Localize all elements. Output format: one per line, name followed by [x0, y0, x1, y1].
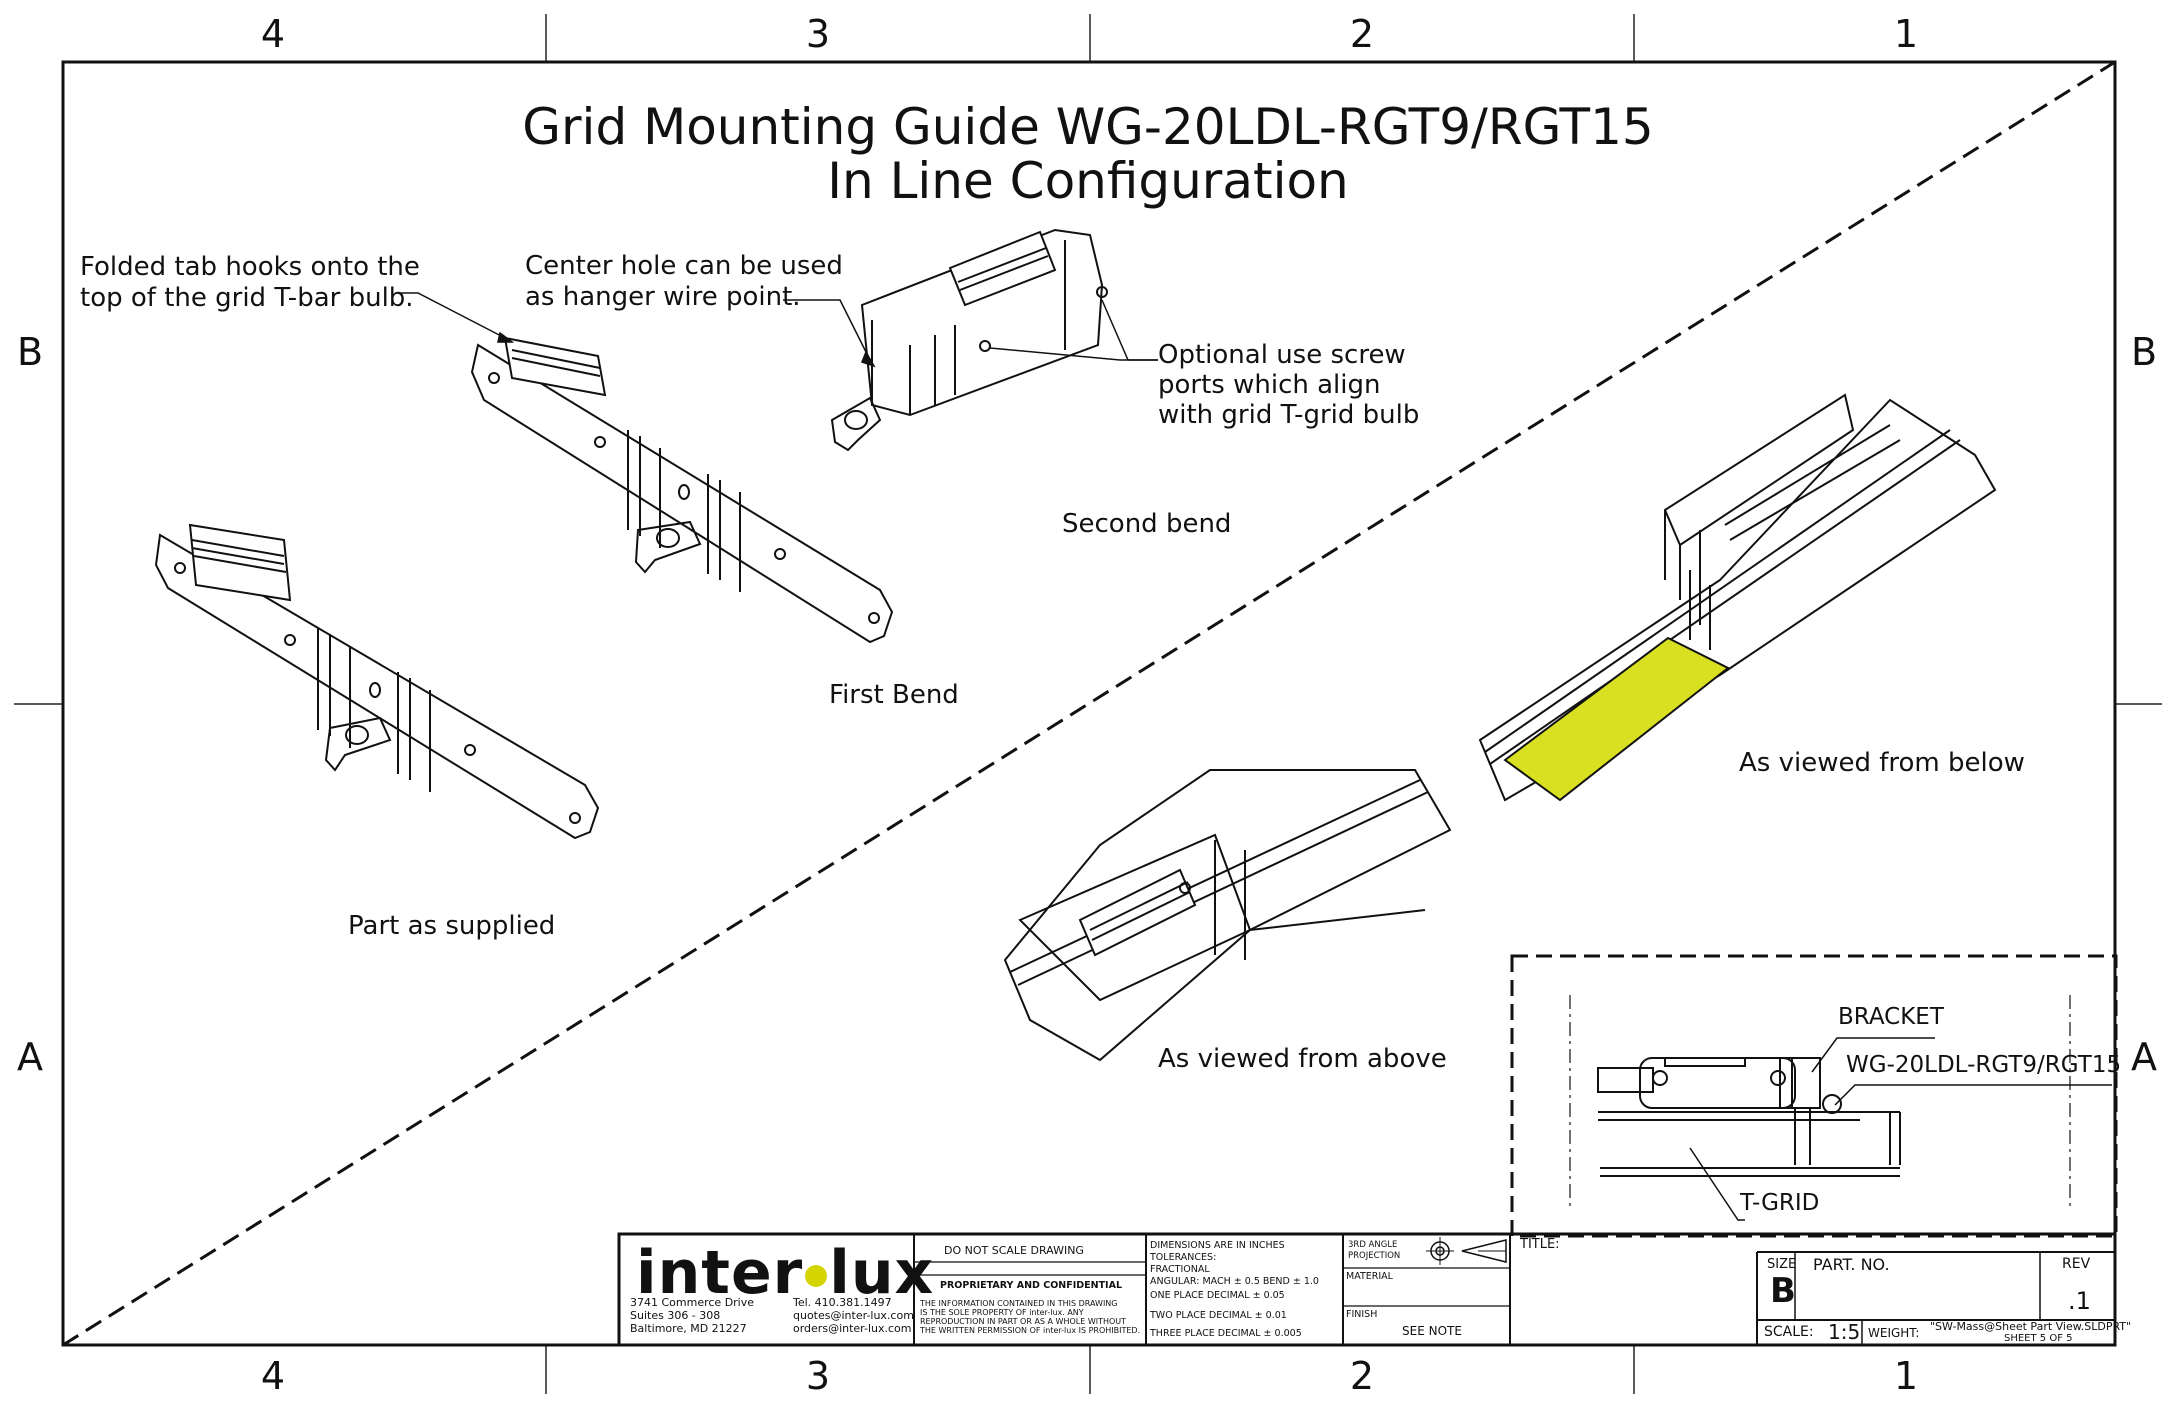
- dims-one-place: ONE PLACE DECIMAL ± 0.05: [1150, 1290, 1285, 1301]
- weight-value: "SW-Mass@Sheet Part View.SLDPRT": [1930, 1320, 2132, 1333]
- callout-screw-ports-line2: ports which align: [1158, 370, 1381, 400]
- label-first-bend: First Bend: [829, 680, 959, 710]
- size-label: SIZE: [1767, 1257, 1797, 1272]
- logo-dot-icon: [805, 1265, 828, 1288]
- first-bend-drawing: [470, 336, 894, 644]
- title-field-label: TITLE:: [1520, 1237, 1560, 1252]
- dims-angular: ANGULAR: MACH ± 0.5 BEND ± 1.0: [1150, 1276, 1319, 1287]
- detail-label-bracket: BRACKET: [1838, 1004, 1944, 1030]
- detail-label-tgrid: T-GRID: [1740, 1190, 1820, 1216]
- leader-lines: [400, 292, 1158, 368]
- address-line-1: 3741 Commerce Drive: [630, 1296, 755, 1309]
- proprietary-text-4: THE WRITTEN PERMISSION OF inter-lux IS P…: [920, 1326, 1141, 1335]
- dims-two-place: TWO PLACE DECIMAL ± 0.01: [1150, 1310, 1287, 1321]
- proprietary-heading: PROPRIETARY AND CONFIDENTIAL: [940, 1280, 1122, 1291]
- proprietary-text-2: IS THE SOLE PROPERTY OF inter-lux. ANY: [920, 1308, 1084, 1317]
- zone-label-bottom-3: 3: [805, 1354, 831, 1398]
- weight-label: WEIGHT:: [1868, 1326, 1920, 1340]
- projection-line-2: PROJECTION: [1348, 1251, 1401, 1261]
- zone-label-top-4: 4: [260, 12, 286, 56]
- finish-value: SEE NOTE: [1402, 1324, 1462, 1338]
- zone-label-bottom-1: 1: [1893, 1354, 1919, 1398]
- material-label: MATERIAL: [1346, 1271, 1393, 1282]
- proprietary-text-3: REPRODUCTION IN PART OR AS A WHOLE WITHO…: [920, 1317, 1127, 1326]
- callout-center-hole-line1: Center hole can be used: [525, 251, 843, 281]
- zone-label-left-a: A: [17, 1035, 43, 1079]
- scale-label: SCALE:: [1764, 1324, 1814, 1340]
- zone-label-bottom-2: 2: [1349, 1354, 1375, 1398]
- callout-folded-tab-line2: top of the grid T-bar bulb.: [80, 283, 414, 313]
- finish-label: FINISH: [1346, 1309, 1378, 1320]
- callout-center-hole-line2: as hanger wire point.: [525, 282, 801, 312]
- zone-ticks: [14, 14, 2162, 1394]
- rev-label: REV: [2062, 1256, 2091, 1272]
- address-line-3: Baltimore, MD 21227: [630, 1322, 747, 1335]
- label-part-as-supplied: Part as supplied: [348, 911, 556, 941]
- zone-label-top-1: 1: [1893, 12, 1919, 56]
- rev-value: .1: [2068, 1287, 2091, 1315]
- zone-label-right-b: B: [2130, 330, 2158, 374]
- projection-line-1: 3RD ANGLE: [1348, 1240, 1398, 1250]
- zone-label-bottom-4: 4: [260, 1354, 286, 1398]
- viewed-from-below-drawing: [1478, 393, 1997, 802]
- company-email-quotes: quotes@inter-lux.com: [793, 1309, 914, 1322]
- callout-screw-ports-line3: with grid T-grid bulb: [1158, 400, 1420, 430]
- proprietary-text-1: THE INFORMATION CONTAINED IN THIS DRAWIN…: [920, 1299, 1118, 1308]
- second-bend-drawing: [830, 228, 1108, 452]
- size-value: B: [1770, 1271, 1796, 1311]
- detail-box: [1510, 954, 2118, 1238]
- dims-tolerances: TOLERANCES:: [1150, 1252, 1217, 1263]
- address-line-2: Suites 306 - 308: [630, 1309, 721, 1322]
- part-no-label: PART. NO.: [1813, 1255, 1890, 1274]
- callout-folded-tab-line1: Folded tab hooks onto the: [80, 252, 420, 282]
- do-not-scale-note: DO NOT SCALE DRAWING: [944, 1244, 1084, 1257]
- zone-label-left-b: B: [16, 330, 44, 374]
- zone-label-top-3: 3: [805, 12, 831, 56]
- detail-label-part-number: WG-20LDL-RGT9/RGT15: [1846, 1052, 2122, 1078]
- company-email-orders: orders@inter-lux.com: [793, 1322, 912, 1335]
- dims-three-place: THREE PLACE DECIMAL ± 0.005: [1150, 1328, 1302, 1339]
- callout-screw-ports-line1: Optional use screw: [1158, 340, 1406, 370]
- zone-label-right-a: A: [2131, 1035, 2157, 1079]
- sheet-label: SHEET 5 OF 5: [2004, 1333, 2073, 1344]
- scale-value: 1:5: [1828, 1320, 1861, 1344]
- label-viewed-from-above: As viewed from above: [1158, 1044, 1447, 1074]
- label-viewed-from-below: As viewed from below: [1739, 748, 2025, 778]
- drawing-title: Grid Mounting Guide WG-20LDL-RGT9/RGT15: [522, 98, 1654, 156]
- label-second-bend: Second bend: [1062, 509, 1232, 539]
- company-phone: Tel. 410.381.1497: [793, 1296, 892, 1309]
- drawing-subtitle: In Line Configuration: [827, 152, 1349, 210]
- part-as-supplied-drawing: [154, 523, 600, 840]
- title-block: [617, 1232, 2117, 1347]
- dims-fractional: FRACTIONAL: [1150, 1264, 1210, 1275]
- viewed-from-above-drawing: [1003, 769, 1452, 1062]
- dims-units: DIMENSIONS ARE IN INCHES: [1150, 1240, 1285, 1251]
- zone-label-top-2: 2: [1349, 12, 1375, 56]
